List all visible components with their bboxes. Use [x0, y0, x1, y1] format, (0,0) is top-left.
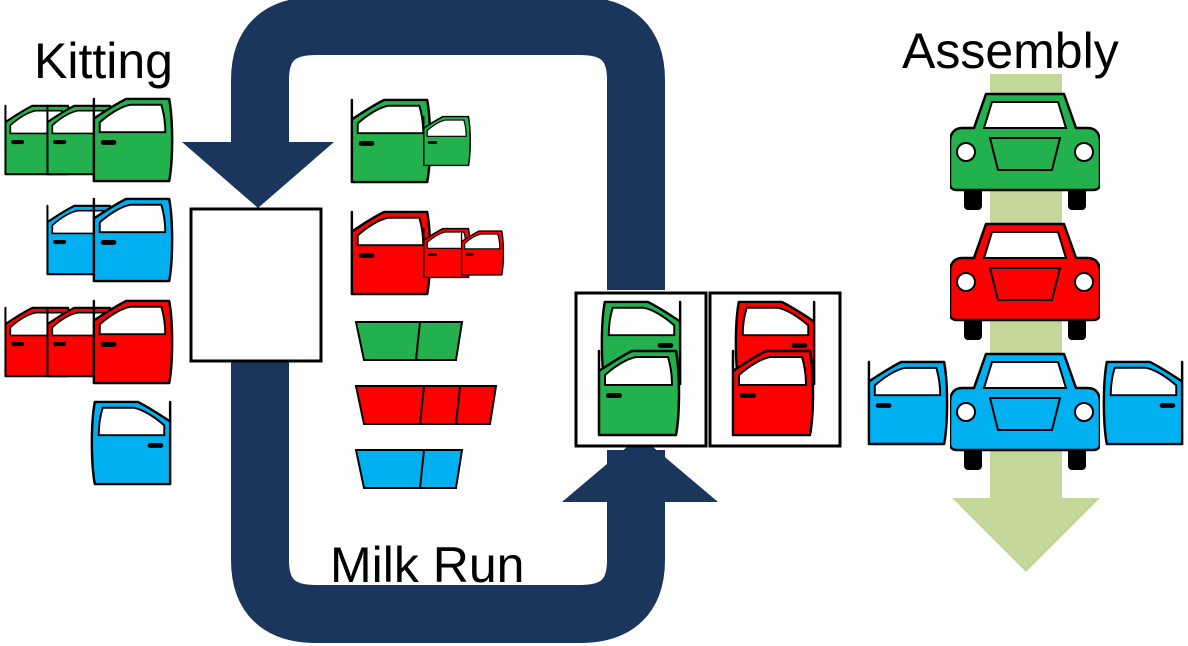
- car-door-icon: [350, 98, 432, 184]
- car-door-icon: [90, 400, 172, 486]
- kitting-label: Kitting: [34, 33, 173, 89]
- arrow-up-icon: [562, 436, 718, 502]
- kitting-door-stacks: [4, 97, 174, 486]
- car-door-icon: [92, 197, 174, 283]
- assembly-cars: [867, 92, 1184, 472]
- car-door-icon: [350, 210, 432, 296]
- car-door-icon: [92, 97, 174, 183]
- car-door-icon: [597, 349, 681, 437]
- door-panel-icon: [354, 449, 464, 489]
- car-door-icon: [731, 349, 815, 437]
- assembly-label: Assembly: [902, 23, 1119, 79]
- door-panel-icon: [354, 321, 464, 361]
- door-kit-box-green: [574, 291, 708, 448]
- milk-run-loop: [182, 0, 718, 643]
- door-kit-box-red: [708, 291, 842, 448]
- milk-run-cart-items: [350, 98, 505, 489]
- car-door-icon: [460, 229, 505, 277]
- kitting-station-box: [189, 207, 323, 363]
- car-door-icon: [867, 360, 949, 446]
- arrow-down-icon: [182, 142, 334, 208]
- car-door-icon: [92, 299, 174, 385]
- door-panel-icon: [354, 385, 498, 425]
- car-door-icon: [422, 115, 472, 167]
- milk-run-label: Milk Run: [330, 537, 525, 593]
- car-door-icon: [1102, 360, 1184, 446]
